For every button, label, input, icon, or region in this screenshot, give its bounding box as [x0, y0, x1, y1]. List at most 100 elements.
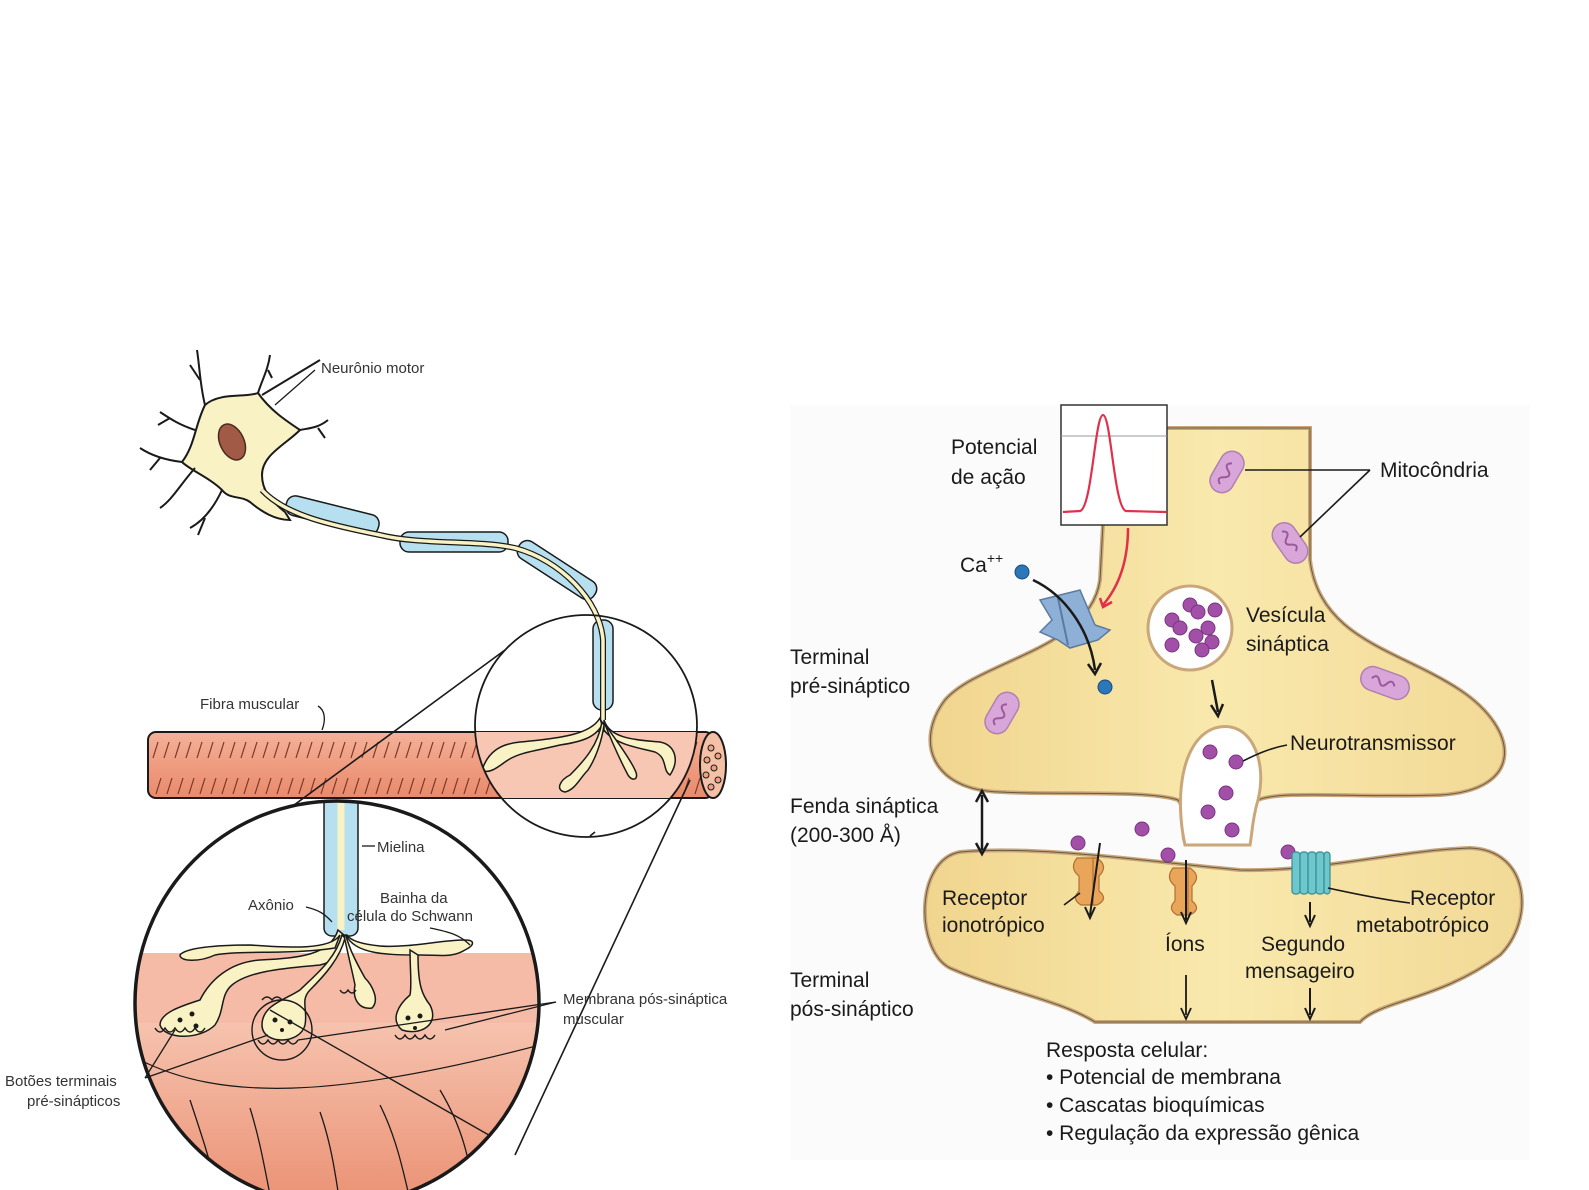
cellular-response: Resposta celular: • Potencial de membran… [1046, 1039, 1360, 1145]
striation [452, 777, 459, 795]
striation [284, 741, 291, 759]
vesicle-neurotransmitter [1190, 604, 1206, 620]
label-synaptic-vesicle-line2: sináptica [1246, 633, 1329, 656]
label-action-potential-line1: Potencial [951, 436, 1037, 459]
striation [295, 741, 302, 759]
striation [350, 741, 357, 759]
myofibrils [702, 744, 722, 791]
striation [218, 741, 225, 759]
striation [155, 777, 162, 795]
synaptic-cleft-arrow [974, 788, 990, 857]
label-second-messenger-line1: Segundo [1261, 933, 1345, 956]
label-ions: Íons [1165, 933, 1205, 956]
label-schwann-line2: célula do Schwann [347, 908, 473, 925]
striation [188, 777, 195, 795]
label-terminal-buttons-line2: pré-sinápticos [27, 1093, 120, 1110]
label-axon: Axônio [248, 897, 294, 914]
metabotropic-receptor [1291, 851, 1331, 895]
label-action-potential-line2: de ação [951, 466, 1026, 489]
label-myelin: Mielina [377, 839, 425, 856]
striation [405, 741, 412, 759]
striation [232, 777, 239, 795]
label-schwann-line1: Bainha da [380, 890, 448, 907]
striation [243, 777, 250, 795]
striation [309, 777, 316, 795]
striation [331, 777, 338, 795]
label-second-messenger-line2: mensageiro [1245, 960, 1355, 983]
striation [474, 777, 481, 795]
label-muscle-fiber: Fibra muscular [200, 696, 299, 713]
striation [441, 777, 448, 795]
neuromuscular-junction-figure: Neurônio motor Fibra muscular Mielina Ax… [5, 349, 728, 1190]
vesicle-neurotransmitter [1172, 620, 1188, 636]
striation [306, 741, 313, 759]
neurotransmitter-molecule [1228, 754, 1244, 770]
striation [287, 777, 294, 795]
neurotransmitter-molecule [1200, 804, 1216, 820]
neurotransmitter-molecule [1070, 835, 1086, 851]
action-potential-graph [1060, 404, 1168, 609]
vesicle-neurotransmitter [1204, 634, 1220, 650]
neurotransmitter-molecule [1134, 821, 1150, 837]
neurotransmitter-molecule [1202, 744, 1218, 760]
striation [163, 741, 170, 759]
striation [416, 741, 423, 759]
striation [251, 741, 258, 759]
label-presynaptic-line1: Terminal [790, 646, 869, 669]
action-potential-arrow [1102, 527, 1130, 606]
calcium-ion [1014, 564, 1030, 580]
label-postsynaptic-membrane-line1: Membrana pós-sináptica [563, 991, 728, 1008]
cellular-response-item: • Cascatas bioquímicas [1046, 1094, 1265, 1117]
chemical-synapse-figure: Potencial de ação Mitocôndria Ca++ Vesíc… [790, 404, 1530, 1160]
striation [383, 741, 390, 759]
leader-lines-left [144, 369, 557, 1079]
striation [177, 777, 184, 795]
striation [196, 741, 203, 759]
ion-channel-receptor [1168, 860, 1198, 926]
striation [386, 777, 393, 795]
striation [449, 741, 456, 759]
vesicle-neurotransmitter [1188, 628, 1204, 644]
striation [320, 777, 327, 795]
striation [265, 777, 272, 795]
striation [273, 741, 280, 759]
striation [199, 777, 206, 795]
endplate-detail-inset [133, 799, 541, 1190]
striation [328, 741, 335, 759]
striation [262, 741, 269, 759]
vesicle-neurotransmitter [1164, 637, 1180, 653]
cellular-response-heading: Resposta celular: [1046, 1039, 1208, 1062]
striation [185, 741, 192, 759]
vesicle-neurotransmitter [1194, 642, 1210, 658]
cellular-response-item: • Regulação da expressão gênica [1046, 1122, 1360, 1145]
striation [221, 777, 228, 795]
striation [463, 777, 470, 795]
label-metabotropic-line1: Receptor [1410, 887, 1495, 910]
striation [342, 777, 349, 795]
neurotransmitter-molecule [1218, 785, 1234, 801]
striation [152, 741, 159, 759]
striation [207, 741, 214, 759]
label-postsynaptic-line2: pós-sináptico [790, 998, 914, 1021]
label-cleft-line1: Fenda sináptica [790, 795, 939, 818]
label-motor-neuron: Neurônio motor [321, 360, 424, 377]
label-synaptic-vesicle-line1: Vesícula [1246, 604, 1326, 627]
striation [276, 777, 283, 795]
axon [259, 487, 614, 720]
striation [317, 741, 324, 759]
leader-lines-right [1063, 469, 1411, 906]
cellular-response-item: • Potencial de membrana [1046, 1066, 1281, 1089]
label-cleft-line2: (200-300 Å) [790, 824, 901, 847]
label-postsynaptic-line1: Terminal [790, 969, 869, 992]
striation [430, 777, 437, 795]
striation [394, 741, 401, 759]
label-postsynaptic-membrane-line2: muscular [563, 1011, 624, 1028]
striation [375, 777, 382, 795]
striation [254, 777, 261, 795]
calcium-ion [1097, 679, 1113, 695]
striation [408, 777, 415, 795]
striation [174, 741, 181, 759]
striation [298, 777, 305, 795]
striation [339, 741, 346, 759]
